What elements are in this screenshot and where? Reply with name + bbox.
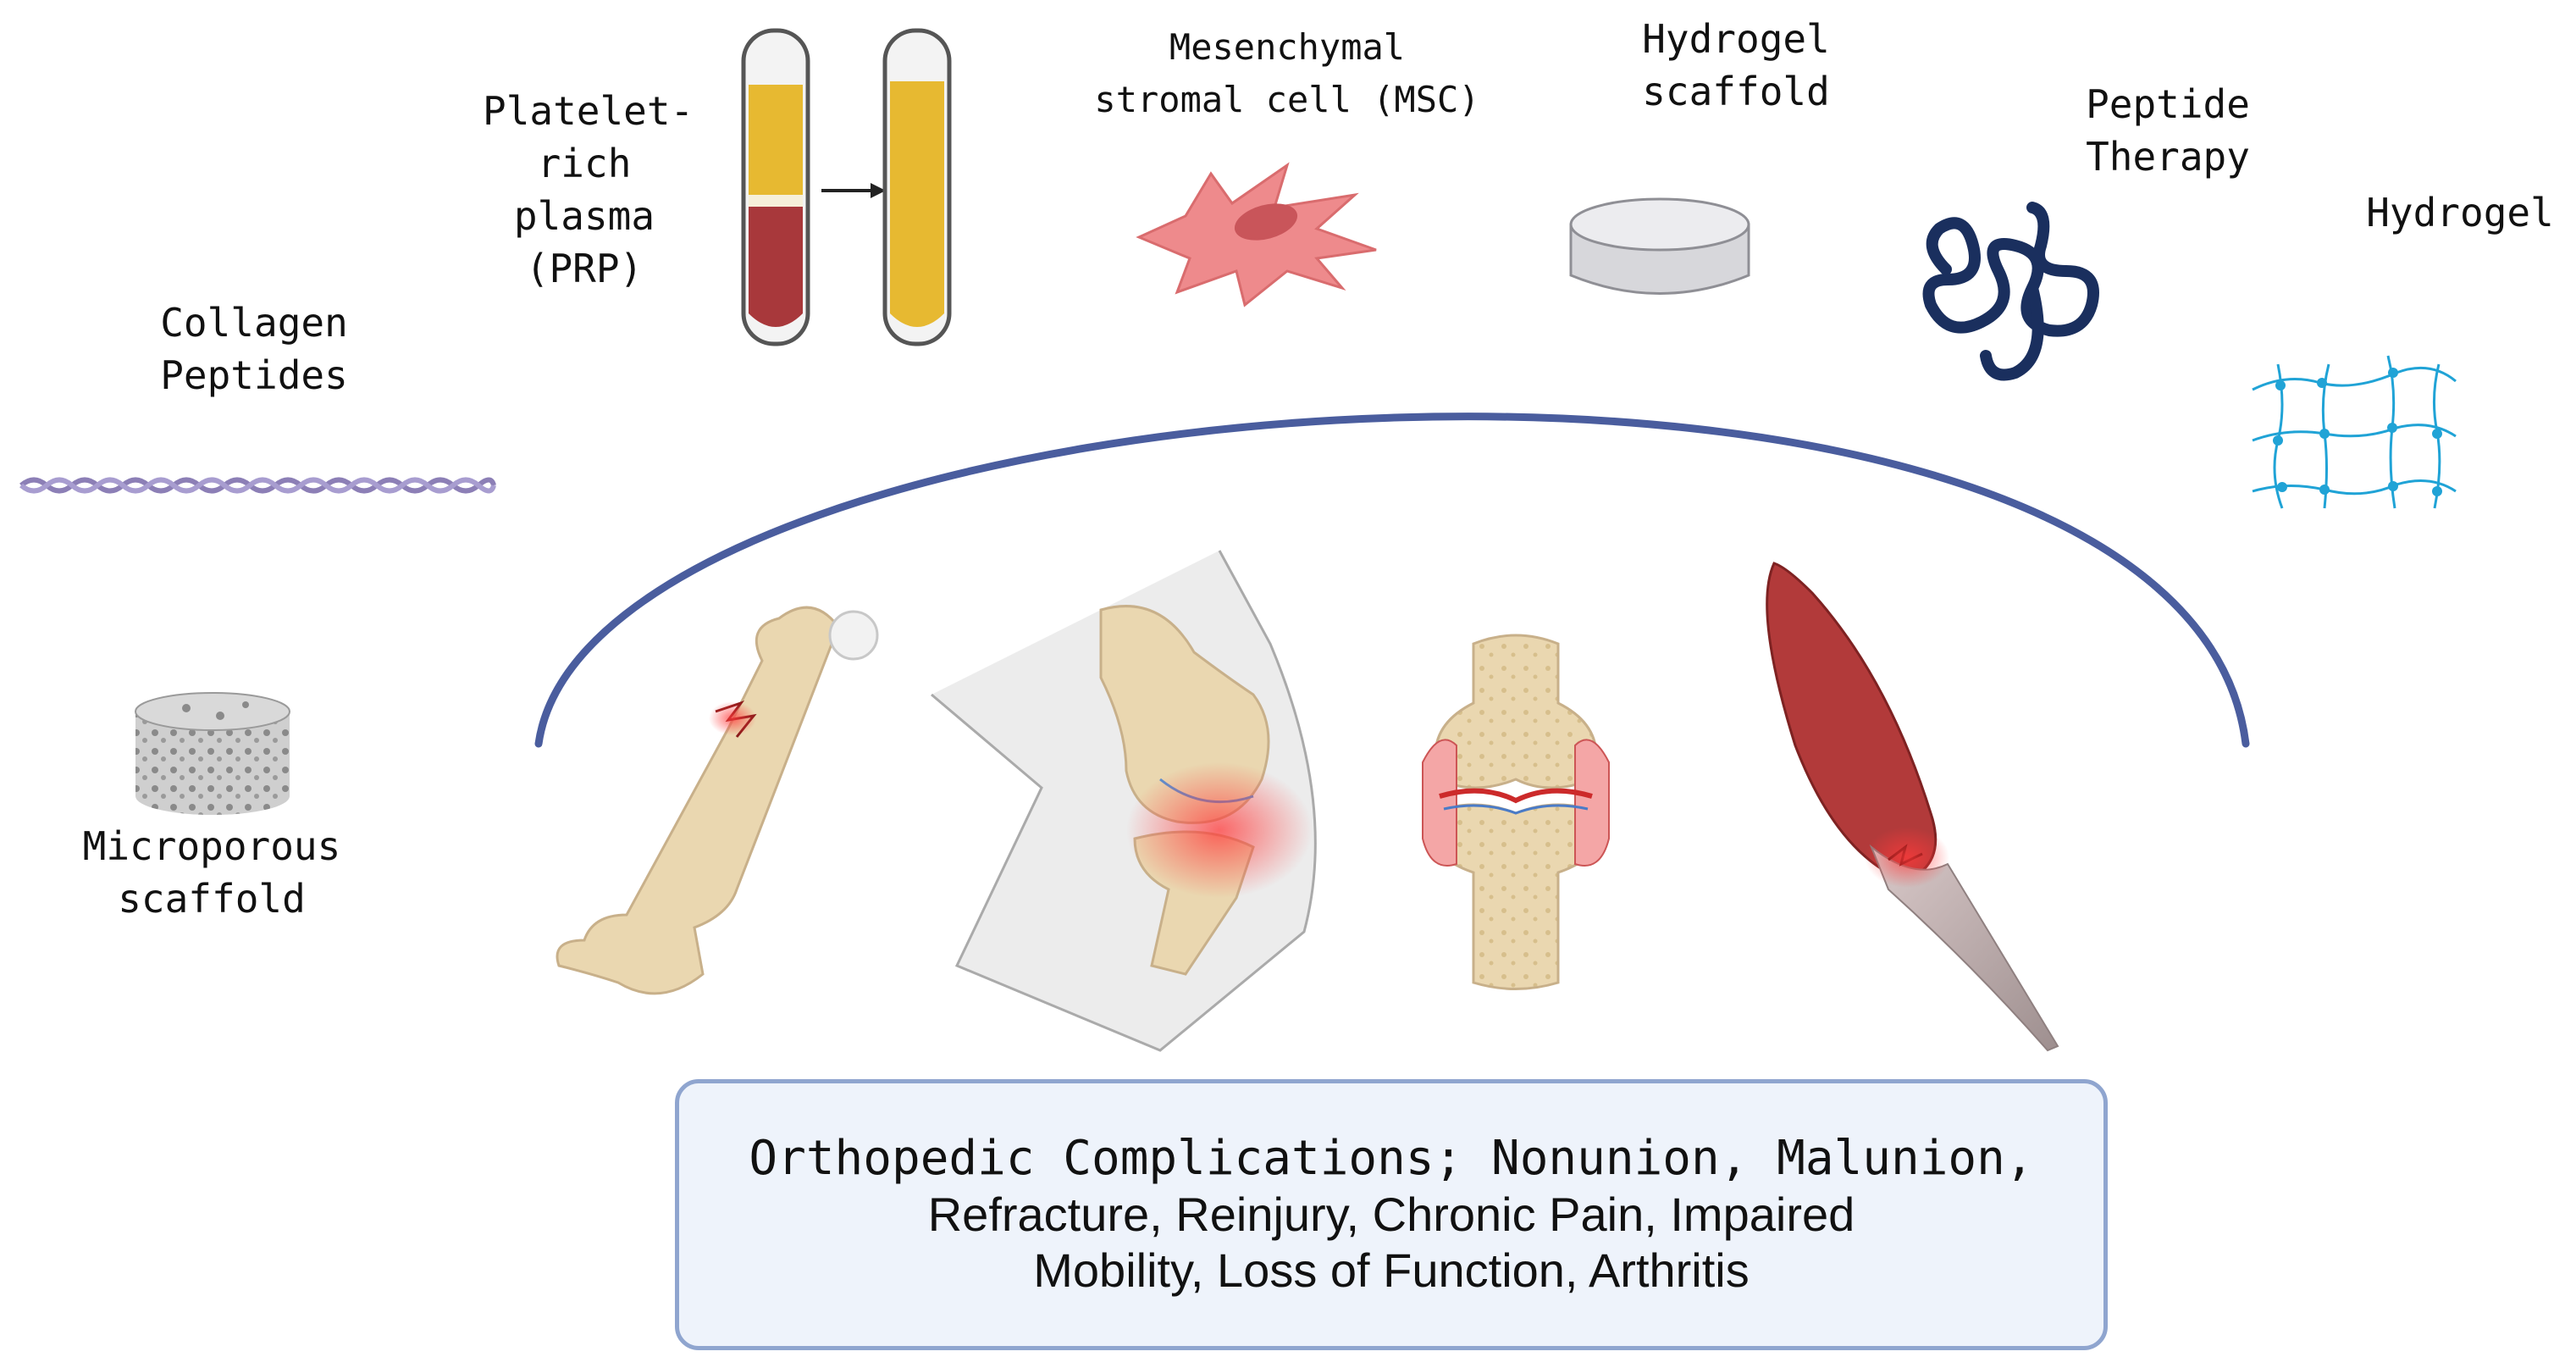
label-hydrogel: Hydrogel	[2366, 190, 2554, 235]
torn-muscle-icon	[1766, 562, 2059, 1052]
fractured-femur-icon	[556, 606, 879, 995]
label-prp: Platelet- rich plasma (PRP)	[483, 88, 694, 291]
complications-box: Orthopedic Complications; Nonunion, Malu…	[675, 1079, 2108, 1350]
complications-text: Orthopedic Complications; Nonunion, Malu…	[679, 1131, 2103, 1299]
microporous-scaffold-icon	[135, 692, 290, 815]
hydrogel-network-icon	[2252, 355, 2457, 509]
hydrogel-scaffold-icon	[1569, 197, 1750, 295]
complications-line-1: Orthopedic Complications; Nonunion, Malu…	[749, 1131, 2034, 1186]
label-peptide-therapy: Peptide Therapy	[2086, 81, 2250, 180]
arthritic-joint-icon	[1422, 634, 1610, 990]
peptide-therapy-icon	[1922, 202, 2099, 381]
prp-tubes-icon	[741, 28, 952, 346]
label-collagen-peptides: Collagen Peptides	[160, 300, 348, 398]
msc-cell-icon	[1136, 162, 1377, 307]
collagen-strand-icon	[19, 477, 496, 494]
complications-line-2: Refracture, Reinjury, Chronic Pain, Impa…	[927, 1188, 1855, 1241]
label-hydrogel-scaffold: Hydrogel scaffold	[1642, 16, 1830, 114]
therapy-arc	[534, 413, 2250, 748]
label-microporous-scaffold: Microporous scaffold	[82, 823, 341, 922]
complications-line-3: Mobility, Loss of Function, Arthritis	[1033, 1243, 1750, 1297]
label-msc: Mesenchymal stromal cell (MSC)	[1094, 26, 1480, 120]
knee-joint-icon	[931, 550, 1317, 1052]
